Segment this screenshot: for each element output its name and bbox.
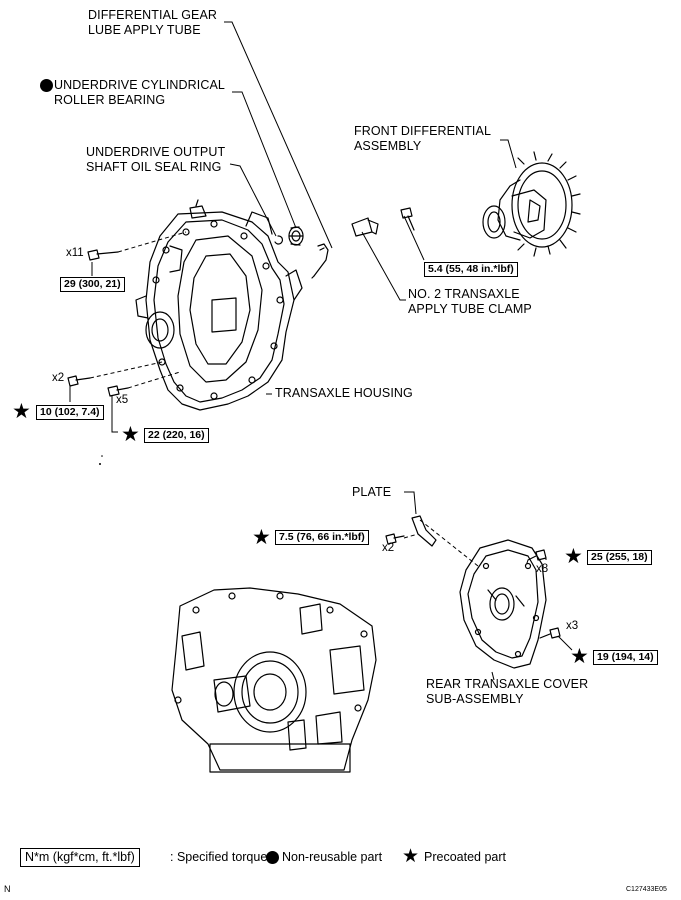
torque-10: 10 (102, 7.4) — [36, 405, 104, 420]
diff-bolt-drawing — [400, 207, 415, 231]
tube-clamp-drawing — [351, 217, 379, 237]
transaxle-assembly-drawing — [171, 587, 377, 773]
label-line: ROLLER BEARING — [54, 93, 166, 107]
alignment-dashes — [89, 231, 529, 567]
figure-code: C127433E05 — [626, 886, 667, 893]
torque-19: 19 (194, 14) — [593, 650, 658, 665]
label-line: DIFFERENTIAL GEAR — [88, 8, 218, 22]
qty-x2-plate: x2 — [382, 542, 395, 554]
torque-29: 29 (300, 21) — [60, 277, 125, 292]
torque-22: 22 (220, 16) — [144, 428, 209, 443]
qty-x3: x3 — [566, 620, 579, 632]
label-line: SHAFT OIL SEAL RING — [86, 160, 222, 174]
corner-mark: N — [4, 884, 11, 894]
label-line: ASSEMBLY — [354, 139, 422, 153]
label-tube-clamp: NO. 2 TRANSAXLE APPLY TUBE CLAMP — [408, 287, 532, 317]
non-reusable-icon — [266, 851, 279, 864]
precoated-star-icon: ★ — [402, 846, 420, 867]
qty-x5: x5 — [116, 394, 129, 406]
label-line: APPLY TUBE CLAMP — [408, 302, 532, 316]
precoated-star-icon: ★ — [121, 423, 140, 446]
label-transaxle-housing: TRANSAXLE HOUSING — [275, 386, 413, 400]
label-line: UNDERDRIVE CYLINDRICAL — [54, 78, 225, 92]
torque-5-4: 5.4 (55, 48 in.*lbf) — [424, 262, 518, 277]
label-line: UNDERDRIVE OUTPUT — [86, 145, 226, 159]
rear-cover-drawing — [459, 539, 547, 669]
label-line: LUBE APPLY TUBE — [88, 23, 201, 37]
transaxle-housing-drawing — [135, 199, 303, 411]
label-oil-seal-ring: UNDERDRIVE OUTPUT SHAFT OIL SEAL RING — [86, 145, 225, 175]
qty-x11: x11 — [66, 247, 84, 259]
legend-specified-torque: : Specified torque — [170, 850, 268, 864]
lube-apply-tube-drawing — [313, 243, 329, 277]
label-line: REAR TRANSAXLE COVER — [426, 677, 589, 691]
qty-x2-housing: x2 — [52, 372, 65, 384]
non-reusable-marker — [40, 79, 53, 92]
torque-7-5: 7.5 (76, 66 in.*lbf) — [275, 530, 369, 545]
precoated-star-icon: ★ — [570, 645, 589, 668]
leader-lines — [69, 21, 573, 681]
plate-drawing — [411, 515, 437, 547]
front-differential-drawing — [482, 151, 581, 257]
legend-non-reusable: Non-reusable part — [282, 850, 383, 864]
label-line: NO. 2 TRANSAXLE — [408, 287, 520, 301]
label-roller-bearing: UNDERDRIVE CYLINDRICAL ROLLER BEARING — [54, 78, 225, 108]
precoated-star-icon: ★ — [12, 400, 31, 423]
qty-x8: x8 — [536, 563, 549, 575]
precoated-star-icon: ★ — [564, 545, 583, 568]
label-line: SUB-ASSEMBLY — [426, 692, 524, 706]
label-plate: PLATE — [352, 485, 392, 499]
label-diff-gear-lube-tube: DIFFERENTIAL GEAR LUBE APPLY TUBE — [88, 8, 217, 38]
roller-bearing-drawing — [288, 226, 304, 246]
label-rear-cover: REAR TRANSAXLE COVER SUB-ASSEMBLY — [426, 677, 588, 707]
label-front-differential: FRONT DIFFERENTIAL ASSEMBLY — [354, 124, 491, 154]
precoated-star-icon: ★ — [252, 526, 271, 549]
torque-25: 25 (255, 18) — [587, 550, 652, 565]
legend-precoated: Precoated part — [424, 850, 506, 864]
label-line: FRONT DIFFERENTIAL — [354, 124, 491, 138]
oil-seal-ring-drawing — [274, 235, 284, 245]
legend-unit-box: N*m (kgf*cm, ft.*lbf) — [20, 848, 140, 867]
